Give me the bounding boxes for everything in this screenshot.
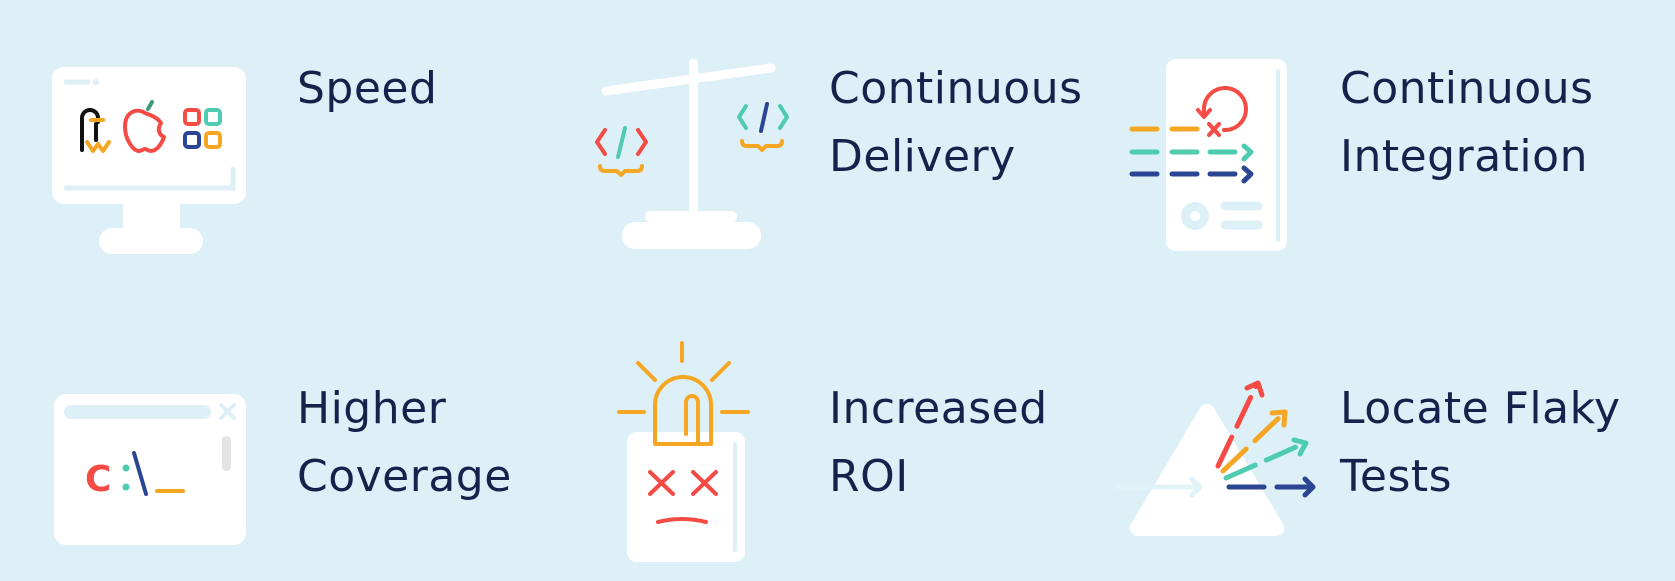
document-pipeline-icon — [1129, 59, 1287, 251]
feature-title-line: Higher — [297, 383, 447, 434]
feature-continuous-integration: Continuous Integration — [1340, 55, 1594, 191]
feature-title-line: Increased — [829, 383, 1048, 434]
feature-title-line: Delivery — [829, 131, 1016, 182]
feature-locate-flaky-tests: Locate Flaky Tests — [1340, 375, 1621, 511]
retry-loop-icon — [1196, 86, 1248, 137]
feature-higher-coverage: Higher Coverage — [297, 375, 512, 511]
feature-title-line: Continuous — [1340, 63, 1594, 114]
apple-icon — [123, 100, 166, 153]
balance-scale-code-icon — [595, 59, 789, 249]
feature-speed: Speed — [297, 55, 437, 123]
code-icon-right — [737, 102, 789, 152]
feature-title-line: Speed — [297, 63, 438, 114]
feature-title-line: Integration — [1340, 131, 1588, 182]
monitor-platforms-icon — [52, 67, 246, 254]
terminal-window-icon: C — [54, 394, 246, 545]
terminal-drive-letter: C — [85, 459, 111, 500]
linux-icon — [80, 108, 111, 153]
pipeline-lines-icon — [1129, 126, 1254, 184]
code-icon-left — [595, 126, 648, 177]
feature-title-line: Continuous — [829, 63, 1083, 114]
windows-grid-icon — [183, 108, 222, 149]
scrollbar — [222, 436, 231, 471]
feature-title-line: Coverage — [297, 451, 512, 502]
feature-increased-roi: Increased ROI — [829, 375, 1048, 511]
feature-title-line: ROI — [829, 451, 909, 502]
feature-title-line: Tests — [1340, 451, 1453, 502]
feature-continuous-delivery: Continuous Delivery — [829, 55, 1083, 191]
alarm-failure-icon — [617, 341, 750, 562]
dead-face-icon — [648, 470, 718, 524]
prism-arrows-icon — [1114, 380, 1316, 536]
feature-title-line: Locate Flaky — [1340, 383, 1621, 434]
close-icon — [219, 403, 236, 420]
alarm-light-icon — [617, 341, 750, 446]
